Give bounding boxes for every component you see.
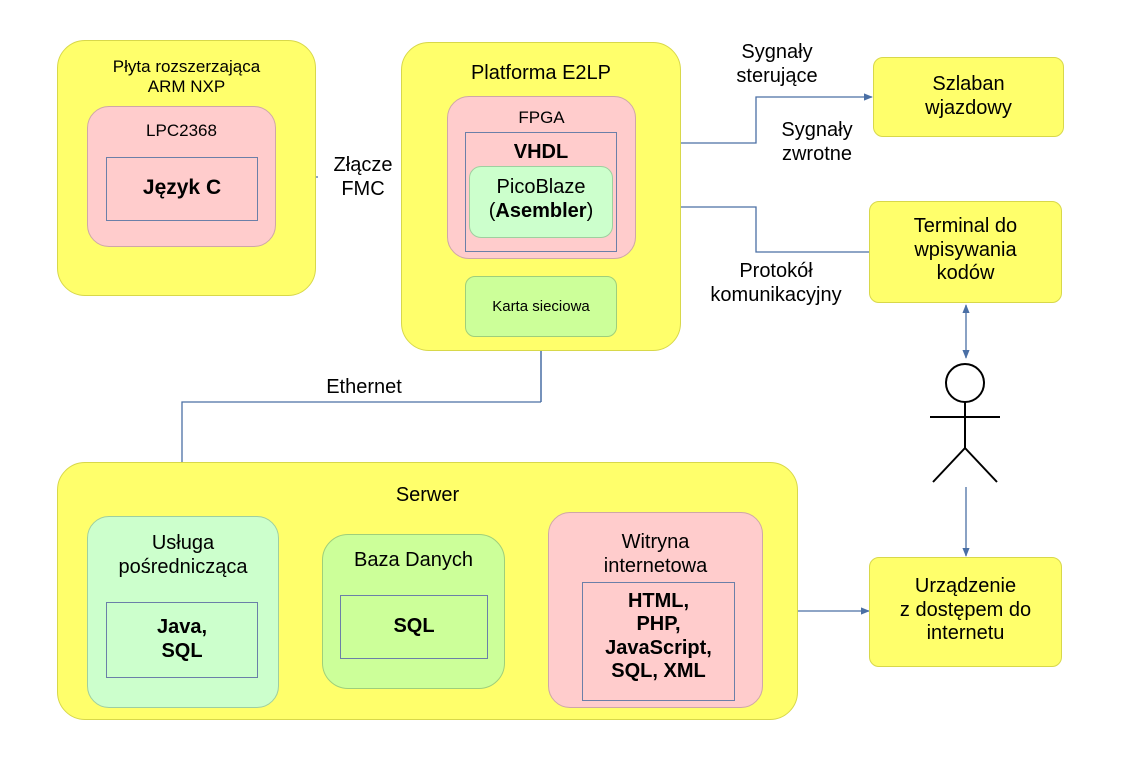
c-language-label: Język C	[142, 176, 222, 199]
vhdl-label: VHDL	[513, 141, 569, 163]
ethernet-label: Ethernet	[326, 376, 402, 398]
picoblaze-label: PicoBlaze (Asembler)	[469, 176, 613, 223]
vhdl-box	[465, 132, 617, 252]
lpc2368-chip	[87, 106, 276, 247]
feedback-signals-label: Sygnały zwrotne	[781, 119, 853, 165]
asm-open-paren: (	[488, 199, 496, 222]
website-tech: HTML, PHP, JavaScript, SQL, XML	[605, 590, 712, 683]
control-signals-label: Sygnały sterujące	[736, 41, 818, 87]
network-card	[465, 276, 617, 337]
internet-device-label: Urządzenie z dostępem do internetu	[899, 575, 1032, 645]
protocol-label: Protokół komunikacyjny	[710, 260, 842, 306]
entry-barrier-label: Szlaban wjazdowy	[925, 73, 1012, 119]
c-language-box	[106, 157, 258, 221]
expansion-board-title: Płyta rozszerzająca ARM NXP	[112, 57, 261, 97]
middleware-tech: Java, SQL	[156, 616, 208, 662]
server-title: Serwer	[395, 484, 460, 506]
website	[548, 512, 763, 708]
protocol-line	[635, 203, 869, 253]
database	[322, 534, 505, 689]
fmc-connector-label: Złącze FMC	[318, 154, 408, 202]
database-tech: SQL	[393, 615, 435, 637]
network-card-label: Karta sieciowa	[492, 298, 590, 315]
asm-close-paren: )	[586, 199, 594, 222]
e2lp-platform-title: Platforma E2LP	[470, 62, 612, 84]
code-terminal	[869, 201, 1062, 303]
user-icon	[930, 363, 1000, 483]
middleware-service	[87, 516, 279, 708]
website-title: Witryna internetowa	[603, 531, 708, 577]
database-tech-box	[340, 595, 488, 659]
internet-device	[869, 557, 1062, 667]
middleware-tech-box	[106, 602, 258, 678]
control-signal-line	[635, 93, 873, 147]
lpc2368-label: LPC2368	[146, 121, 217, 140]
entry-barrier	[873, 57, 1064, 137]
picoblaze-block	[469, 166, 613, 238]
picoblaze-name: PicoBlaze	[496, 176, 586, 198]
database-title: Baza Danych	[354, 549, 473, 571]
fpga-label: FPGA	[518, 108, 565, 127]
middleware-title: Usługa pośrednicząca	[118, 532, 248, 578]
code-terminal-label: Terminal do wpisywania kodów	[913, 215, 1018, 285]
asembler-label: Asembler	[495, 199, 587, 222]
website-tech-box	[582, 582, 735, 701]
